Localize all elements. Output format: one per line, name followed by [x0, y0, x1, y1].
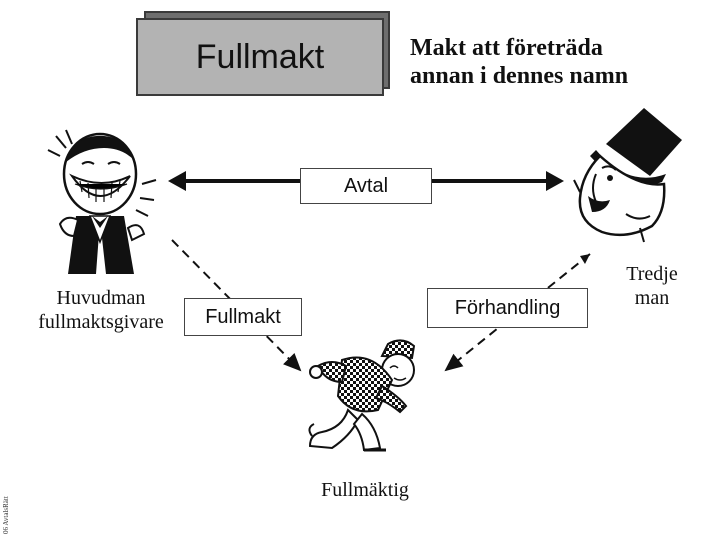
slide-footer: 06 AvtalsRätt	[0, 478, 10, 534]
contract-label: Avtal	[300, 168, 432, 204]
negotiation-label-text: Förhandling	[454, 296, 561, 319]
subtitle-line-2: annan i dennes namn	[410, 63, 629, 89]
principal-label: Huvudman fullmaktsgivare	[16, 286, 186, 334]
authorization-label-text: Fullmakt	[205, 305, 281, 328]
third-party-label-line-1: Tredje	[626, 263, 678, 285]
third-party-label: Tredje man	[608, 262, 696, 310]
contract-arrow	[168, 171, 564, 191]
authorization-label: Fullmakt	[184, 298, 302, 336]
slide-subtitle: Makt att företräda annan i dennes namn	[410, 34, 710, 90]
agent-figure-icon	[308, 339, 416, 452]
contract-label-text: Avtal	[343, 174, 389, 197]
slide-title-text: Fullmakt	[195, 37, 325, 76]
principal-label-line-2: fullmaktsgivare	[38, 311, 164, 333]
agent-label-text: Fullmäktig	[321, 479, 409, 501]
principal-figure-icon	[47, 129, 157, 274]
principal-label-line-1: Huvudman	[56, 287, 146, 309]
negotiation-label: Förhandling	[427, 288, 588, 328]
third-party-figure-icon	[573, 108, 682, 243]
agent-label: Fullmäktig	[290, 478, 440, 502]
third-party-label-line-2: man	[634, 287, 670, 309]
slide-title: Fullmakt	[136, 18, 384, 96]
slide-footer-text: 06 AvtalsRätt	[2, 496, 10, 534]
subtitle-line-1: Makt att företräda	[410, 35, 603, 61]
